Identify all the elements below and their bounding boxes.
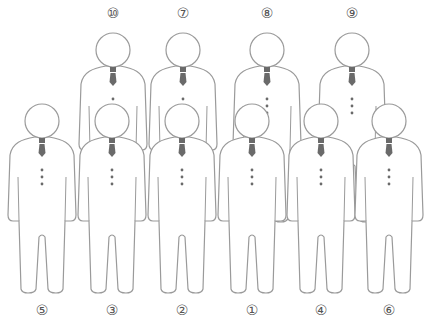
callout-number: ⑦: [177, 6, 190, 20]
front-person: [218, 104, 286, 293]
callout-number: ⑤: [36, 303, 49, 317]
callout-number: ⑧: [261, 6, 274, 20]
front-person: [148, 104, 216, 293]
callout-number: ⑩: [107, 6, 120, 20]
front-person: [287, 104, 355, 293]
callout-number: ①: [246, 303, 259, 317]
front-person: [78, 104, 146, 293]
callout-number: ②: [176, 303, 189, 317]
callout-number: ④: [315, 303, 328, 317]
callout-number: ⑨: [346, 6, 359, 20]
callout-number: ③: [106, 303, 119, 317]
callout-number: ⑥: [383, 303, 396, 317]
front-person: [355, 104, 423, 293]
front-person: [8, 104, 76, 293]
